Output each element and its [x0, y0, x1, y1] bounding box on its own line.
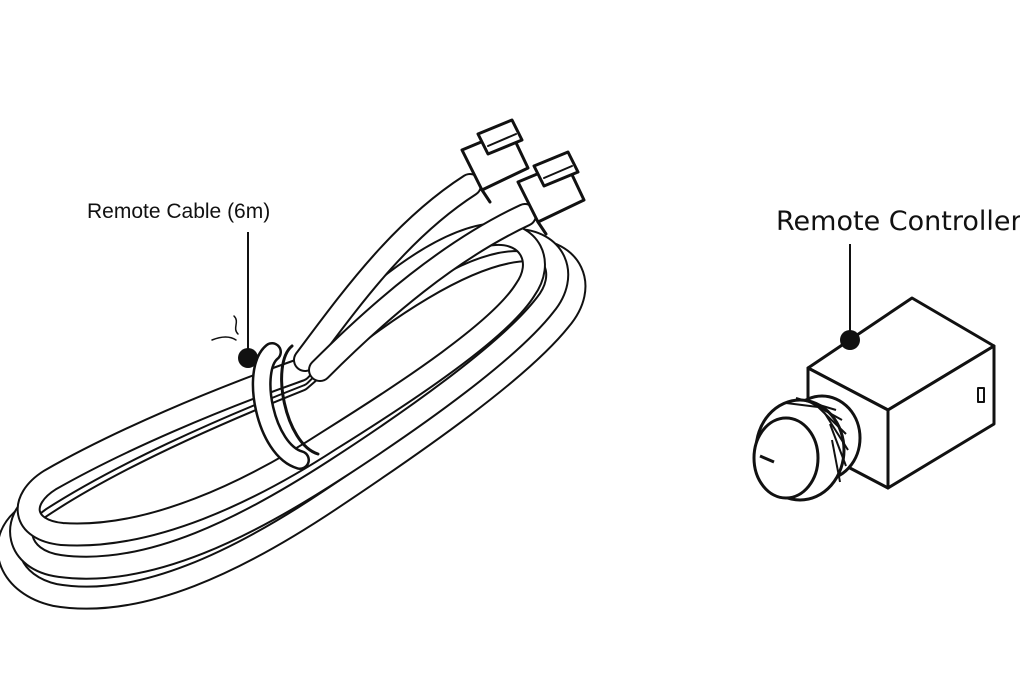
cable-tail-2 [308, 203, 537, 382]
knob-ridges [785, 397, 849, 483]
remote-cable-label: Remote Cable (6m) [87, 200, 271, 223]
knob-face [752, 416, 820, 500]
squiggle-mark [233, 315, 239, 335]
cable-tail-1 [293, 173, 482, 372]
callout-dot-icon [840, 330, 860, 350]
remote-controller-label: Remote Controller [776, 206, 1020, 237]
remote-cable-illustration [0, 118, 587, 610]
squiggle-mark [211, 336, 237, 341]
rj-connector-icon [516, 150, 586, 236]
knob-indicator [759, 454, 775, 464]
callout-dot-icon [238, 348, 258, 368]
remote-controller-illustration [752, 296, 996, 502]
controller-side-slot [977, 387, 985, 403]
controller-box-side [886, 344, 996, 490]
cable-tie [251, 342, 320, 470]
rj-connector-icon [460, 118, 530, 204]
